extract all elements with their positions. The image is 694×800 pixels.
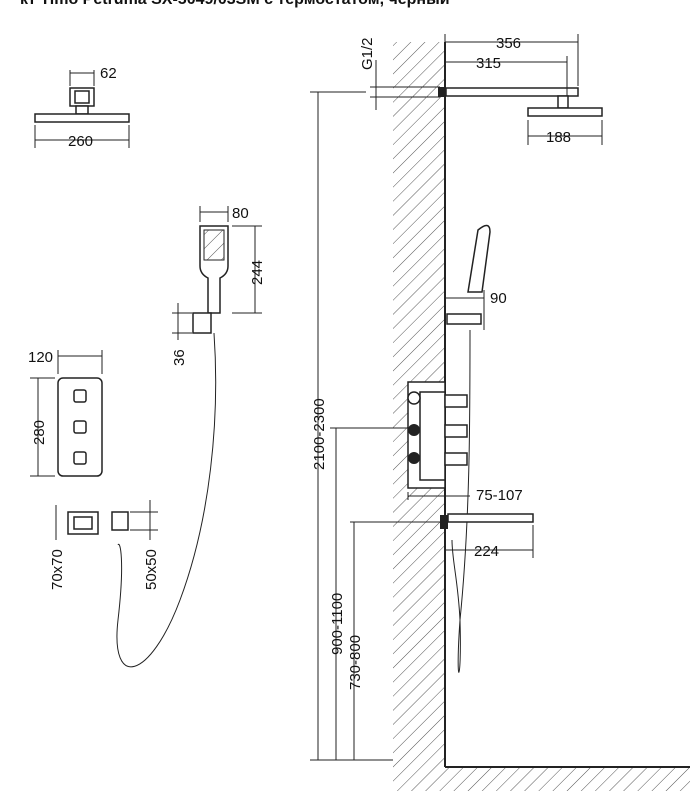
dim-elbow-size: 50x50 bbox=[143, 549, 160, 590]
dim-rain-head: 188 bbox=[546, 129, 571, 146]
slide-rail bbox=[445, 224, 491, 673]
dim-panel-height: 280 bbox=[31, 420, 48, 445]
dim-outlet-size: 70x70 bbox=[49, 549, 66, 590]
dim-spout-height: 730-800 bbox=[347, 635, 364, 690]
floor-hatch bbox=[393, 767, 690, 791]
mixer-box bbox=[407, 381, 470, 500]
dim-box-depth: 75-107 bbox=[476, 487, 523, 504]
dim-holder: 36 bbox=[171, 349, 188, 366]
dim-head-mount: 62 bbox=[100, 65, 117, 82]
dim-thread: G1/2 bbox=[359, 37, 376, 70]
height-dimensions bbox=[310, 91, 410, 761]
dim-hand-width: 80 bbox=[232, 205, 249, 222]
dim-mixer-height: 900-1100 bbox=[329, 593, 346, 655]
dim-hand-length: 244 bbox=[249, 260, 266, 285]
dim-spout-length: 224 bbox=[474, 543, 499, 560]
diagram-title: кт Timo Petruma SX-5049/03SM с термостат… bbox=[20, 0, 450, 9]
shower-arm bbox=[370, 34, 603, 145]
thermostat-panel bbox=[30, 350, 103, 477]
dim-panel-width: 120 bbox=[28, 349, 53, 366]
dim-head-width: 260 bbox=[68, 133, 93, 150]
hand-shower bbox=[55, 206, 262, 668]
dim-arm-length: 315 bbox=[476, 55, 501, 72]
dim-rail-offset: 90 bbox=[490, 290, 507, 307]
bath-spout bbox=[350, 513, 534, 558]
rain-head-small-view bbox=[34, 70, 130, 148]
dim-arm-total: 356 bbox=[496, 35, 521, 52]
dim-total-height: 2100-2300 bbox=[311, 398, 328, 470]
